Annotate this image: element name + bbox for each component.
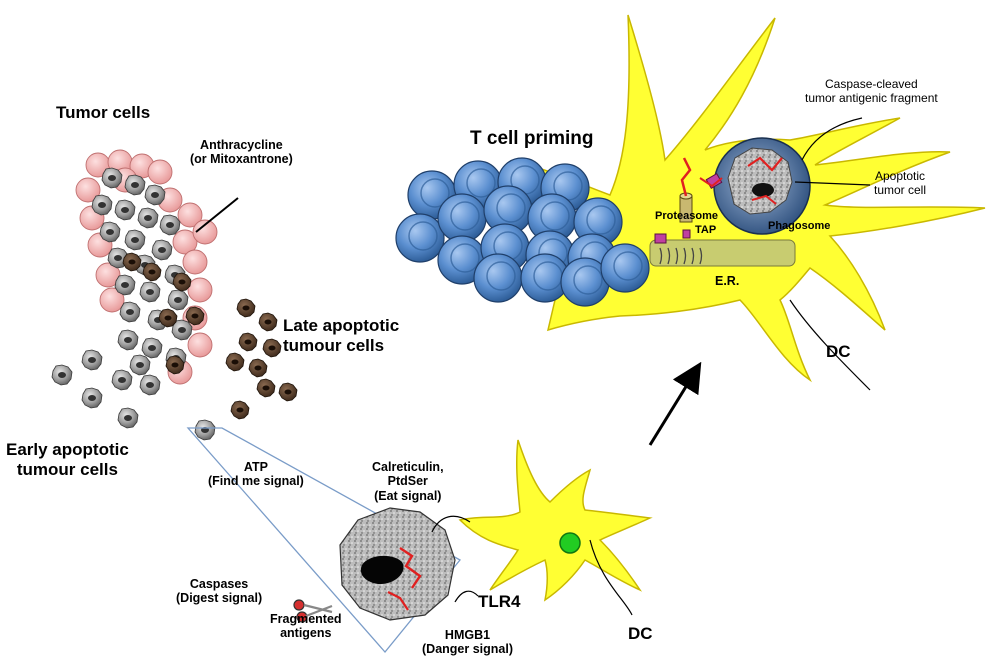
tap-label: TAP xyxy=(695,224,717,236)
atp-label: ATP (Find me signal) xyxy=(208,460,304,489)
apoptotic-tumor-line-2: tumor cell xyxy=(874,182,927,197)
hmgb1-label: HMGB1 (Danger signal) xyxy=(422,628,513,657)
proteasome-label: Proteasome xyxy=(655,210,718,222)
early-apoptotic-line-1: Early apoptotic xyxy=(6,440,129,459)
tumor-cell-mass xyxy=(75,149,218,396)
calreticulin-line-2: PtdSer xyxy=(387,474,428,489)
fragmented-line-1: Fragmented xyxy=(270,612,342,626)
dendritic-cell-bottom xyxy=(458,439,653,602)
late-apoptotic-line-2: tumour cells xyxy=(283,336,385,356)
tap-marker-left xyxy=(654,233,667,244)
early-apoptotic-label: Early apoptotic tumour cells xyxy=(6,440,129,481)
zoomed-apoptotic-cell xyxy=(339,507,456,621)
anthracycline-label: Anthracycline (or Mitoxantrone) xyxy=(190,138,293,167)
tap-marker-right xyxy=(682,229,691,239)
dc-top-label: DC xyxy=(826,342,851,361)
caspase-cleaved-line-1: Caspase-cleaved xyxy=(825,77,918,91)
dendritic-cell-bottom-body xyxy=(458,439,653,602)
apoptotic-tumor-line-1: Apoptotic xyxy=(874,169,926,183)
atp-line-1: ATP xyxy=(243,460,268,474)
phagosome-label: Phagosome xyxy=(768,220,831,232)
calreticulin-label: Calreticulin, PtdSer (Eat signal) xyxy=(372,460,444,503)
caspase-cleaved-pointer xyxy=(801,117,863,161)
anthracycline-pointer xyxy=(195,197,239,233)
caspases-line-2: (Digest signal) xyxy=(176,591,263,606)
t-cell-cluster xyxy=(395,157,650,307)
calreticulin-line-1: Calreticulin, xyxy=(372,460,444,474)
t-cell-priming-label: T cell priming xyxy=(470,128,594,149)
hmgb1-line-2: (Danger signal) xyxy=(422,642,513,657)
tlr4-label: TLR4 xyxy=(478,592,521,611)
dc-bottom-label: DC xyxy=(628,624,653,643)
phagosome xyxy=(713,137,811,235)
fragmented-line-2: antigens xyxy=(280,626,332,641)
antigen-fragment-top xyxy=(680,157,692,197)
tumor-cells-label: Tumor cells xyxy=(56,103,151,122)
antigen-fragment-zoomed xyxy=(399,547,422,589)
late-apoptotic-label: Late apoptotic tumour cells xyxy=(283,316,399,357)
atp-line-2: (Find me signal) xyxy=(208,474,304,489)
dendritic-nucleus xyxy=(559,532,581,554)
late-apoptotic-line-1: Late apoptotic xyxy=(283,316,400,335)
early-apoptotic-line-2: tumour cells xyxy=(16,460,118,480)
fragmented-antigens-label: Fragmented antigens xyxy=(270,612,342,641)
scissors-icon xyxy=(293,599,333,623)
progression-arrow xyxy=(648,361,702,446)
apoptotic-tumor-pointer xyxy=(794,181,871,186)
zoom-callout xyxy=(186,427,461,654)
anthracycline-line-2: (or Mitoxantrone) xyxy=(190,152,293,167)
hmgb1-line-1: HMGB1 xyxy=(444,628,491,642)
caspase-cleaved-line-2: tumor antigenic fragment xyxy=(805,90,938,105)
endoplasmic-reticulum xyxy=(649,239,796,267)
anthracycline-line-1: Anthracycline xyxy=(200,138,283,152)
er-label: E.R. xyxy=(715,274,740,288)
caspases-label: Caspases (Digest signal) xyxy=(176,577,262,606)
apoptotic-tumor-cell-label: Apoptotic tumor cell xyxy=(874,169,927,198)
tap-transporter xyxy=(659,247,703,265)
caspase-cleaved-label: Caspase-cleaved tumor antigenic fragment xyxy=(805,77,938,106)
calreticulin-line-3: (Eat signal) xyxy=(374,488,442,503)
signal-lines xyxy=(431,299,871,616)
caspases-line-1: Caspases xyxy=(189,577,249,591)
